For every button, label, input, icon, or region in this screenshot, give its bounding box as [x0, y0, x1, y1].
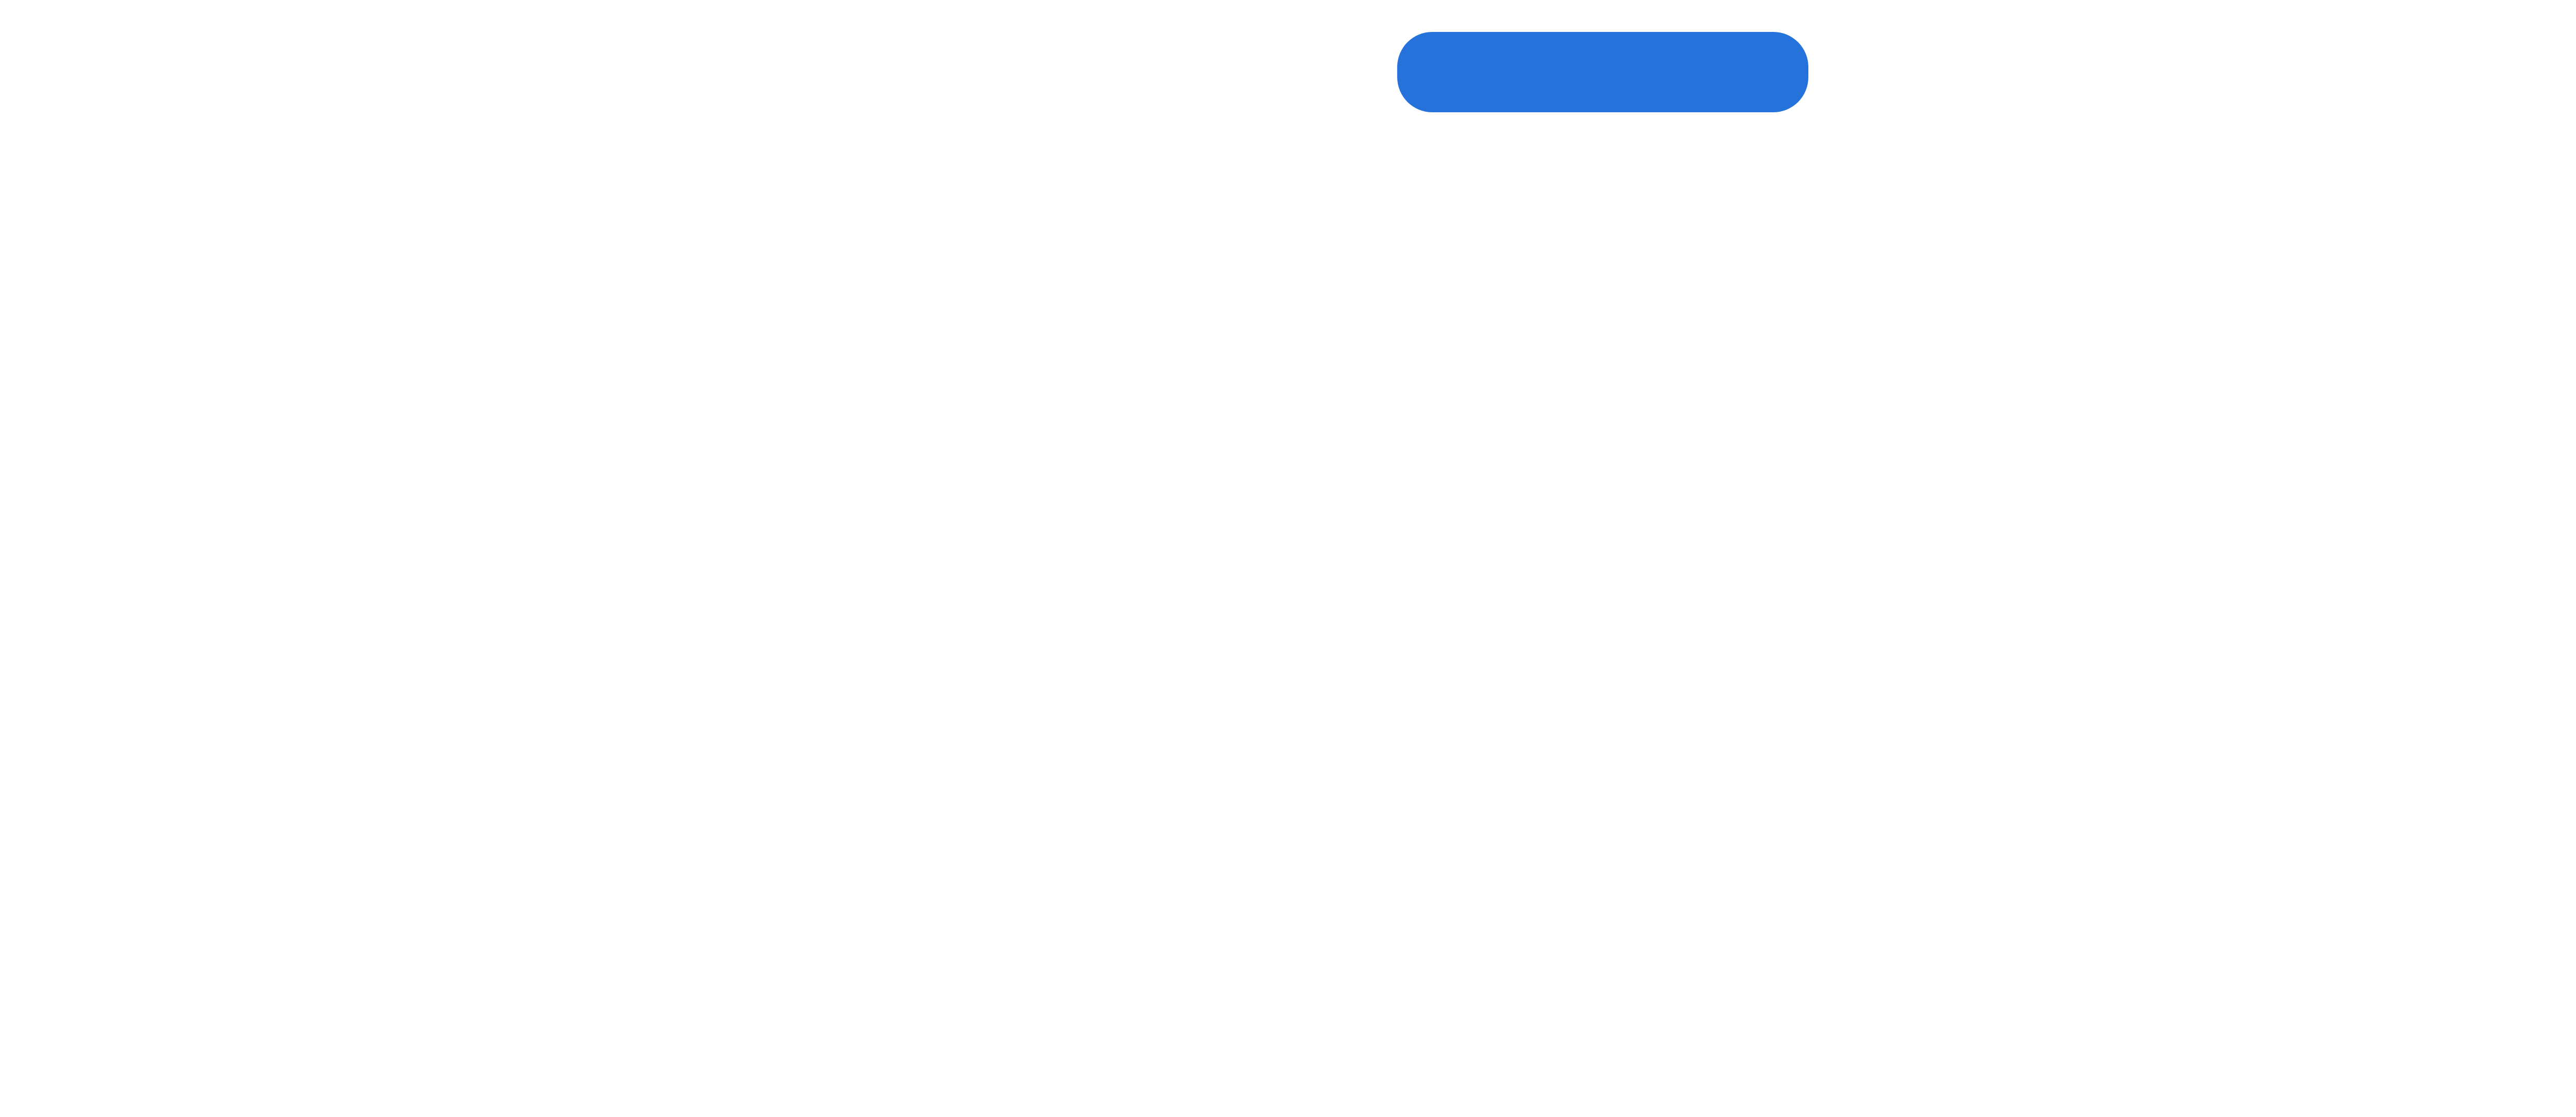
root-node	[1397, 32, 1808, 112]
